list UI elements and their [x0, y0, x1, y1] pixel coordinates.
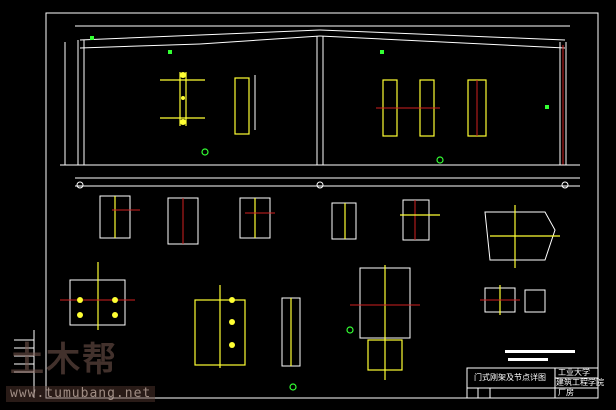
- notes: [505, 350, 575, 361]
- watermark-url: www.tumubang.net: [6, 386, 156, 402]
- project-name: 厂房: [558, 388, 574, 397]
- base-and-knee-details: [60, 262, 546, 391]
- department-name: 建筑工程学院: [556, 378, 604, 387]
- left-margin-ticks: [14, 330, 35, 398]
- beam-splice-detail-2: [376, 79, 487, 164]
- beam-splice-detail-1: [160, 72, 256, 156]
- drawing-title: 门式刚架及节点详图: [474, 373, 546, 382]
- drawing-border: [45, 12, 599, 399]
- watermark-logo: 土木帮: [10, 340, 118, 380]
- title-block: [466, 367, 599, 399]
- section-details-row: [99, 195, 560, 268]
- portal-frame-elevation: [60, 25, 580, 189]
- school-name: 工业大学: [558, 368, 590, 377]
